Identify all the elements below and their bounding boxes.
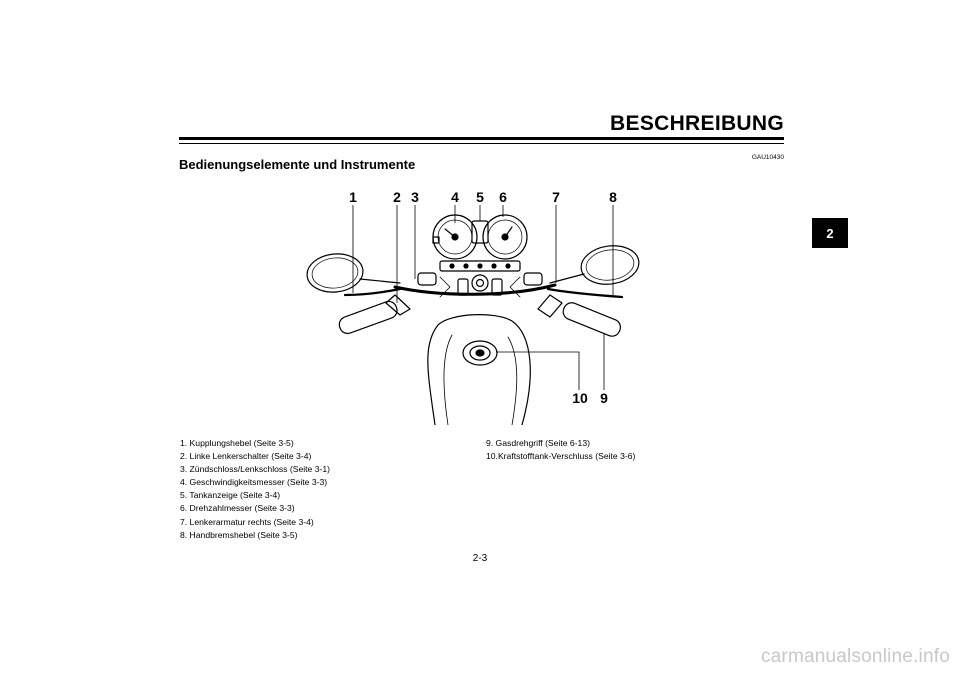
list-item: 2. Linke Lenkerschalter (Seite 3-4) bbox=[180, 451, 312, 462]
page-number: 2-3 bbox=[472, 553, 488, 564]
fuel-cap bbox=[462, 340, 498, 366]
section-title: Bedienungselemente und Instrumente bbox=[179, 157, 416, 172]
list-item: 4. Geschwindigkeitsmesser (Seite 3-3) bbox=[180, 477, 328, 488]
chapter-tab: 2 bbox=[812, 218, 848, 248]
watermark: carmanualsonline.info bbox=[760, 646, 950, 667]
parts-list-right: 9. Gasdrehgriff (Seite 6-13) 10.Kraftsto… bbox=[486, 437, 635, 463]
parts-list-left: 1. Kupplungshebel (Seite 3-5) 2. Linke L… bbox=[180, 437, 330, 542]
callout-5: 5 bbox=[476, 189, 484, 205]
list-item: 10.Kraftstofftank-Verschluss (Seite 3-6) bbox=[486, 451, 636, 462]
list-item: 5. Tankanzeige (Seite 3-4) bbox=[180, 490, 281, 501]
left-grip bbox=[338, 300, 398, 335]
callout-8: 8 bbox=[609, 189, 617, 205]
header-rule-thick bbox=[179, 137, 784, 140]
fuel-tank bbox=[427, 314, 531, 425]
tachometer bbox=[482, 214, 528, 260]
list-item: 1. Kupplungshebel (Seite 3-5) bbox=[180, 438, 294, 448]
callout-6: 6 bbox=[499, 189, 507, 205]
list-item: 6. Drehzahlmesser (Seite 3-3) bbox=[180, 503, 295, 514]
list-item: 7. Lenkerarmatur rechts (Seite 3-4) bbox=[180, 516, 314, 527]
document-code: GAU10430 bbox=[751, 154, 784, 161]
callout-7: 7 bbox=[552, 189, 560, 205]
callout-9: 9 bbox=[600, 390, 608, 406]
list-item: 8. Handbremshebel (Seite 3-5) bbox=[180, 529, 298, 540]
left-mirror bbox=[306, 253, 364, 293]
callout-10: 10 bbox=[572, 390, 588, 406]
fuel-gauge bbox=[471, 220, 489, 244]
handlebar bbox=[393, 283, 557, 296]
callout-2: 2 bbox=[393, 189, 401, 205]
callout-4: 4 bbox=[451, 189, 459, 205]
right-mirror bbox=[580, 245, 640, 285]
right-grip bbox=[562, 302, 621, 337]
page-header-title: BESCHREIBUNG bbox=[610, 112, 784, 135]
clutch-lever bbox=[343, 287, 402, 297]
list-item: 3. Zündschloss/Lenkschloss (Seite 3-1) bbox=[180, 464, 330, 475]
brake-lever bbox=[546, 287, 624, 299]
ignition-switch bbox=[471, 274, 489, 292]
header-rule-thin bbox=[179, 143, 784, 144]
callout-1: 1 bbox=[349, 189, 357, 205]
list-item: 9. Gasdrehgriff (Seite 6-13) bbox=[486, 438, 590, 448]
callout-3: 3 bbox=[411, 189, 419, 205]
handlebar-illustration: 1 2 3 4 5 6 7 8 9 10 bbox=[306, 189, 640, 425]
